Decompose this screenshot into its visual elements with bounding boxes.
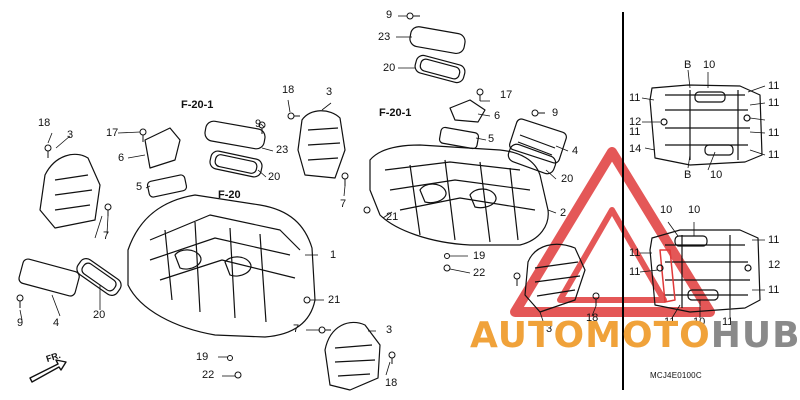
callout-18: 18 xyxy=(38,117,51,129)
ref-label-f20-1: F-20-1 xyxy=(181,99,214,111)
callout-23: 23 xyxy=(378,31,391,43)
callout-19: 19 xyxy=(473,250,486,262)
seal-5-right xyxy=(438,126,480,150)
front-arrow-icon xyxy=(29,359,67,383)
ref-label-f20-1: F-20-1 xyxy=(379,107,412,119)
callout-21: 21 xyxy=(328,294,341,306)
callout-7: 7 xyxy=(340,198,347,210)
seal-5-left xyxy=(146,174,188,198)
head-cover-rear xyxy=(369,144,549,246)
gasket-20-top xyxy=(414,54,466,84)
detail-view-top xyxy=(641,69,766,171)
callout-3: 3 xyxy=(67,129,74,141)
detail-view-bottom xyxy=(639,221,765,319)
ref-label-f20: F-20 xyxy=(218,189,241,201)
callout-20: 20 xyxy=(268,171,281,183)
callout-5: 5 xyxy=(136,181,143,193)
detail-label-11: 11 xyxy=(768,149,780,161)
callout-6: 6 xyxy=(494,110,501,122)
watermark-text-primary: AUTOMOTO xyxy=(470,315,711,356)
detail-label-b: B xyxy=(684,59,692,71)
leader-lines xyxy=(19,15,597,377)
detail-label-b: B xyxy=(684,169,692,181)
callout-5: 5 xyxy=(488,133,495,145)
bolt-icons xyxy=(16,12,600,379)
watermark-logo: AUTOMOTOHUB xyxy=(470,318,800,354)
callout-4: 4 xyxy=(53,317,60,329)
callout-21: 21 xyxy=(386,211,399,223)
callout-9: 9 xyxy=(386,9,393,21)
detail-label-12: 12 xyxy=(768,259,781,271)
watermark-triangle-icon xyxy=(510,147,715,317)
callout-9: 9 xyxy=(552,107,559,119)
callout-9: 9 xyxy=(17,317,24,329)
callout-18: 18 xyxy=(385,377,398,389)
detail-label-11: 11 xyxy=(768,234,780,246)
callout-20: 20 xyxy=(561,173,574,185)
detail-label-10: 10 xyxy=(660,204,673,216)
detail-label-10: 10 xyxy=(703,59,716,71)
callout-7: 7 xyxy=(103,230,110,242)
detail-label-11: 11 xyxy=(768,97,780,109)
callout-1: 1 xyxy=(330,249,337,261)
gasket-20-right xyxy=(507,143,557,175)
callout-17: 17 xyxy=(500,89,513,101)
callout-3: 3 xyxy=(326,86,333,98)
callout-20: 20 xyxy=(383,62,396,74)
callout-4: 4 xyxy=(572,145,579,157)
detail-label-11: 11 xyxy=(629,126,641,138)
head-cover-front xyxy=(127,194,316,338)
side-cover-top xyxy=(297,110,346,179)
callout-23: 23 xyxy=(276,144,289,156)
detail-label-14: 14 xyxy=(629,143,642,155)
callout-18: 18 xyxy=(586,312,599,324)
callout-7: 7 xyxy=(293,323,300,335)
side-cover-right xyxy=(524,243,586,313)
callout-22: 22 xyxy=(473,267,486,279)
callout-9: 9 xyxy=(255,118,262,130)
breather-6-right xyxy=(449,99,486,123)
detail-label-11: 11 xyxy=(722,316,734,328)
detail-label-11: 11 xyxy=(768,80,780,92)
callout-19: 19 xyxy=(196,351,209,363)
detail-label-11: 11 xyxy=(664,316,676,328)
breather-6-left xyxy=(144,127,181,169)
gasket-20-left xyxy=(76,258,122,296)
detail-label-11: 11 xyxy=(629,266,641,278)
plate-23-top xyxy=(409,26,466,55)
gasket-20-mid xyxy=(209,150,263,178)
detail-label-10: 10 xyxy=(688,204,701,216)
detail-label-11: 11 xyxy=(768,127,780,139)
side-cover-left xyxy=(39,153,101,229)
callout-18: 18 xyxy=(282,84,295,96)
watermark-text-secondary: HUB xyxy=(710,315,800,356)
callout-17: 17 xyxy=(106,127,119,139)
callout-22: 22 xyxy=(202,369,215,381)
detail-label-10: 10 xyxy=(693,316,706,328)
plate-23-mid xyxy=(204,120,266,150)
callout-20: 20 xyxy=(93,309,106,321)
detail-label-11: 11 xyxy=(629,247,641,259)
divider-line xyxy=(622,12,624,390)
callout-2: 2 xyxy=(560,207,567,219)
diagram-code: MCJ4E0100C xyxy=(650,371,702,380)
detail-label-10: 10 xyxy=(710,169,723,181)
callout-3: 3 xyxy=(386,324,393,336)
plate-4-left xyxy=(18,258,80,297)
detail-label-11: 11 xyxy=(768,284,780,296)
callout-3: 3 xyxy=(546,323,553,335)
detail-label-11: 11 xyxy=(629,92,641,104)
callout-6: 6 xyxy=(118,152,125,164)
side-cover-bottom xyxy=(324,321,381,391)
detail-label-12: 12 xyxy=(629,116,642,128)
plate-4-right xyxy=(509,118,567,164)
